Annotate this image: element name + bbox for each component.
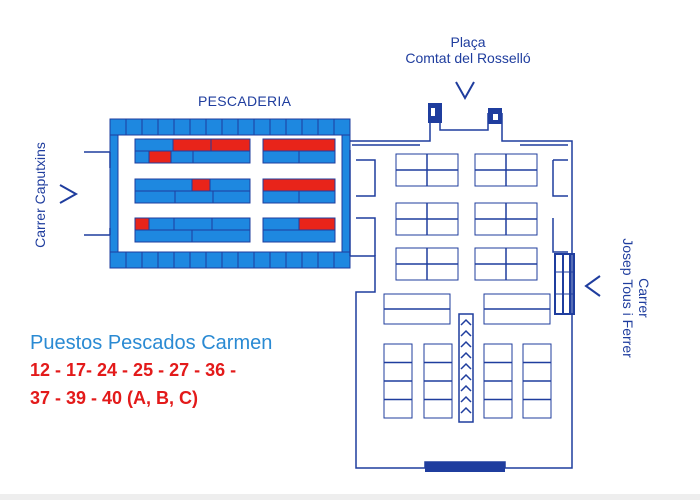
placa-label-line1: Plaça — [450, 34, 486, 50]
fish-stall — [134, 150, 150, 164]
fish-stall — [134, 229, 193, 243]
highlighted-stall — [210, 138, 251, 152]
pescaderia-strip-stall — [205, 118, 223, 136]
fish-stall — [134, 178, 193, 192]
fish-stall — [262, 150, 300, 164]
market-stalls — [383, 153, 552, 419]
placa-entrance-arrow — [455, 81, 475, 101]
pescaderia-strip-stall — [285, 251, 303, 269]
pescaderia-strip-stall — [189, 118, 207, 136]
pescaderia-top-strip — [109, 118, 351, 136]
pescaderia-strip-stall — [109, 118, 127, 136]
fish-stall — [173, 217, 213, 231]
legend-stall-numbers-line1: 12 - 17- 24 - 25 - 27 - 36 - — [30, 360, 237, 380]
pescaderia-strip-stall — [157, 118, 175, 136]
fish-stall — [134, 138, 174, 152]
placa-label: Plaça Comtat del Rosselló — [396, 34, 540, 66]
pescaderia-label: PESCADERIA — [198, 93, 292, 109]
pescaderia-strip-stall — [237, 251, 255, 269]
pescaderia-stall-blocks — [109, 134, 351, 253]
pescaderia-strip-stall — [301, 118, 319, 136]
highlighted-stall — [172, 138, 212, 152]
highlighted-stall — [298, 217, 336, 231]
pescaderia-strip-stall — [173, 118, 191, 136]
pescaderia-strip-stall — [125, 251, 143, 269]
pescaderia-strip-stall — [141, 251, 159, 269]
pescaderia-strip-stall — [269, 251, 287, 269]
pescaderia-strip-stall — [189, 251, 207, 269]
tous-label-line1: Carrer — [636, 278, 652, 318]
pescaderia-strip-stall — [141, 118, 159, 136]
pescaderia-bottom-strip — [109, 251, 351, 269]
pescaderia-strip-stall — [253, 118, 271, 136]
pescaderia-strip-stall — [221, 118, 239, 136]
market-building-outline — [349, 103, 573, 469]
fish-stall — [192, 150, 251, 164]
fish-stall — [148, 217, 175, 231]
pescaderia-strip-stall — [317, 118, 335, 136]
pescaderia-strip-stall — [333, 118, 351, 136]
legend-stall-numbers-line2: 37 - 39 - 40 (A, B, C) — [30, 388, 199, 408]
placa-label-line2: Comtat del Rosselló — [405, 50, 531, 66]
fish-stall — [262, 229, 336, 243]
pescaderia-strip-stall — [317, 251, 335, 269]
fish-stall — [298, 150, 336, 164]
pescaderia-strip-stall — [253, 251, 271, 269]
pescaderia-strip-stall — [333, 251, 351, 269]
fish-stall — [170, 150, 194, 164]
highlighted-stall — [262, 178, 336, 192]
south-entrance — [425, 462, 505, 472]
caputxins-entrance-arrow — [59, 184, 79, 204]
pescaderia-strip-stall — [173, 251, 191, 269]
pescaderia-strip-stall — [221, 251, 239, 269]
pescaderia-strip-stall — [125, 118, 143, 136]
pescaderia-strip-stall — [301, 251, 319, 269]
highlighted-stall — [262, 138, 336, 152]
tous-entrance-arrow — [584, 275, 601, 297]
tous-label-line2: Josep Tous i Ferrer — [620, 238, 636, 358]
fish-stall — [191, 229, 251, 243]
fish-stall — [262, 217, 300, 231]
highlighted-stall — [134, 217, 150, 231]
east-entrance — [554, 253, 575, 315]
pescaderia-strip-stall — [205, 251, 223, 269]
pescaderia-left-wall — [109, 134, 119, 253]
pescaderia-strip-stall — [285, 118, 303, 136]
fish-stall — [134, 190, 176, 204]
legend-title: Puestos Pescados Carmen — [30, 332, 273, 354]
escalator — [458, 313, 474, 423]
fish-stall — [298, 190, 336, 204]
fish-stall — [211, 217, 251, 231]
caputxins-entrance-lines — [84, 151, 111, 236]
fish-stall — [209, 178, 251, 192]
highlighted-stall — [191, 178, 211, 192]
pescaderia-strip-stall — [157, 251, 175, 269]
caputxins-label-text: Carrer Caputxins — [32, 142, 48, 248]
fish-stall — [262, 190, 300, 204]
pescaderia-strip-stall — [237, 118, 255, 136]
fish-stall — [174, 190, 214, 204]
bottom-strip — [0, 494, 700, 500]
legend: Puestos Pescados Carmen 12 - 17- 24 - 25… — [30, 330, 272, 412]
highlighted-stall — [148, 150, 172, 164]
pescaderia-strip-stall — [109, 251, 127, 269]
fish-stall — [212, 190, 251, 204]
pescaderia-right-wall — [341, 134, 351, 253]
pescaderia-strip-stall — [269, 118, 287, 136]
